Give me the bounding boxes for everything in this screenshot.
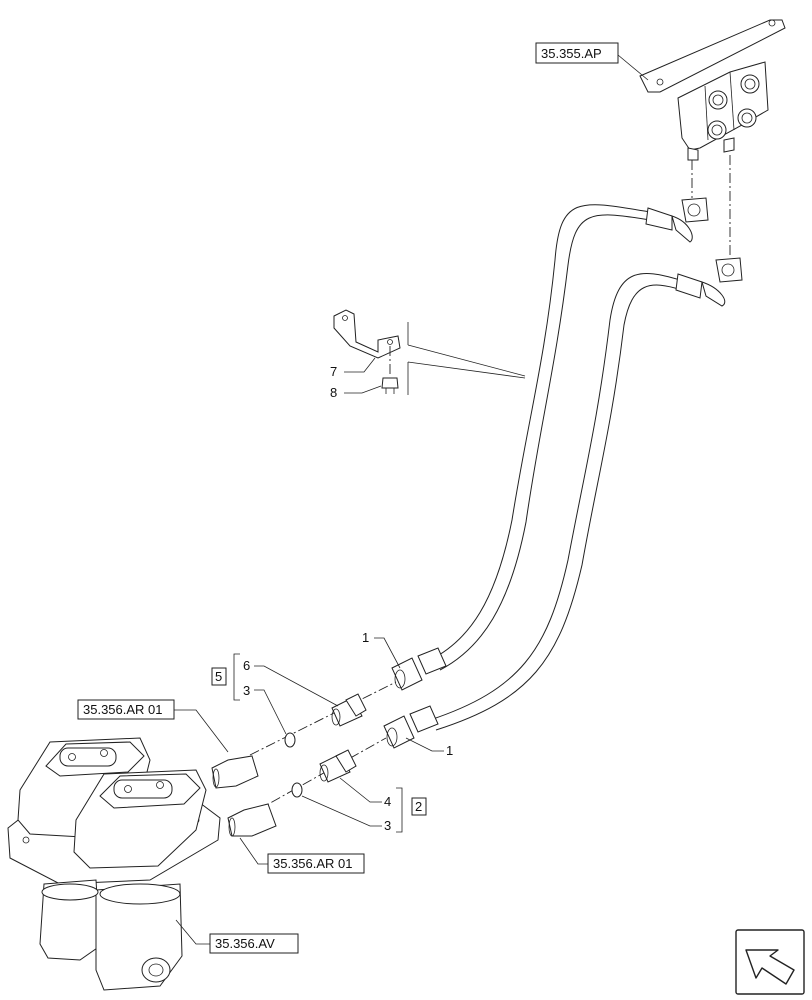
bracket-part xyxy=(333,309,401,359)
hose-lower-fitting xyxy=(383,705,439,749)
callout-hose-lower: 1 xyxy=(405,737,453,758)
callout-hose-upper: 1 xyxy=(362,630,401,669)
callout-1-lower-label: 1 xyxy=(446,743,453,758)
callout-1-upper-label: 1 xyxy=(362,630,369,645)
kit-5-callout: 5 6 3 xyxy=(211,653,339,735)
kit-2-item-a-label: 4 xyxy=(384,794,391,809)
ref-pedal-lower-label: 35.356.AR 01 xyxy=(273,856,353,871)
ref-box-pedal-valve: 35.356.AV xyxy=(175,919,299,954)
ref-box-valve-top: 35.355.AP xyxy=(535,42,649,81)
o-ring-upper xyxy=(284,732,296,748)
kit-5-item-a-label: 6 xyxy=(243,658,250,673)
callout-7-label: 7 xyxy=(330,364,337,379)
ref-box-pedal-upper: 35.356.AR 01 xyxy=(77,699,229,753)
adapter-6 xyxy=(331,693,367,727)
kit-5-box-label: 5 xyxy=(215,669,222,684)
pedal-valve-assembly xyxy=(7,737,277,991)
ref-pedal-upper-label: 35.356.AR 01 xyxy=(83,702,163,717)
ref-pedal-valve-label: 35.356.AV xyxy=(215,936,275,951)
ref-box-pedal-lower: 35.356.AR 01 xyxy=(239,837,365,874)
kit-2-item-b-label: 3 xyxy=(384,818,391,833)
callout-bolt: 8 xyxy=(330,385,382,400)
o-ring-lower xyxy=(291,782,303,798)
hose-lower xyxy=(429,257,743,731)
clamp-reference-lines xyxy=(407,322,526,395)
callout-8-label: 8 xyxy=(330,385,337,400)
ref-valve-top-label: 35.355.AP xyxy=(541,46,602,61)
kit-2-box-label: 2 xyxy=(415,799,422,814)
adapter-4 xyxy=(319,749,357,783)
kit-2-callout: 4 3 2 xyxy=(301,777,427,833)
arrow-navigation-icon[interactable] xyxy=(735,929,805,995)
top-valve-block xyxy=(639,19,786,161)
axis-line-upper xyxy=(249,681,397,756)
hose-upper xyxy=(429,197,709,671)
hose-upper-fitting xyxy=(391,647,447,691)
kit-5-item-b-label: 3 xyxy=(243,683,250,698)
callout-bracket: 7 xyxy=(330,357,376,379)
bolt-part xyxy=(381,377,399,394)
